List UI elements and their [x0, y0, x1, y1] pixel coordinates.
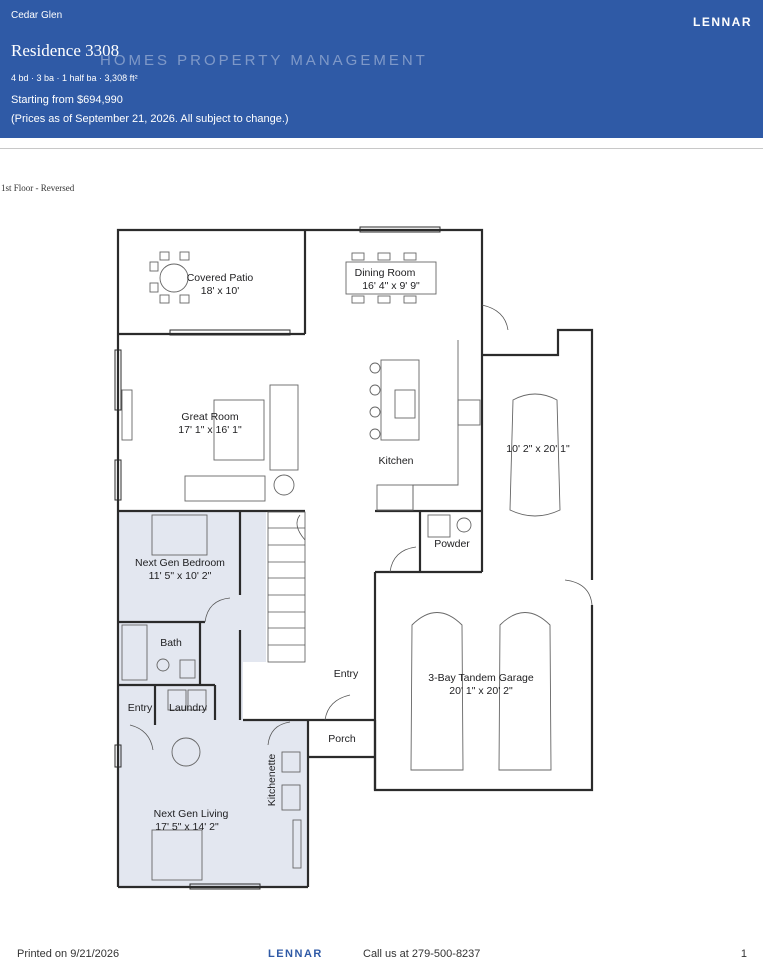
watermark: HOMES PROPERTY MANAGEMENT: [100, 52, 428, 69]
header-banner: Cedar Glen LENNAR HOMES PROPERTY MANAGEM…: [0, 0, 763, 138]
next-gen-suite-shading: [118, 512, 308, 887]
room-name: 3-Bay Tandem Garage: [428, 672, 534, 684]
room-name: Next Gen Living: [154, 808, 229, 820]
room-dims: 18' x 10': [201, 285, 239, 297]
community-name: Cedar Glen: [11, 10, 63, 21]
room-name: Powder: [434, 538, 470, 550]
room-name: Entry: [334, 668, 359, 680]
price-text: Starting from $694,990: [11, 94, 123, 106]
room-name: Bath: [160, 637, 182, 649]
brand-logo: LENNAR: [693, 15, 752, 29]
price-note: (Prices as of September 21, 2026. All su…: [11, 113, 289, 125]
room-name: Entry: [128, 702, 153, 714]
room-dims: 20' 1" x 20' 2": [449, 685, 513, 697]
room-name: Dining Room: [355, 267, 416, 279]
windows: [114, 226, 441, 890]
room-dims: 17' 1" x 16' 1": [178, 424, 242, 436]
floor-label: 1st Floor - Reversed: [1, 183, 75, 193]
furniture: [121, 251, 561, 881]
room-name: Kitchen: [378, 455, 413, 467]
room-name: Covered Patio: [187, 272, 254, 284]
plan-specs: 4 bd · 3 ba · 1 half ba · 3,308 ft²: [11, 73, 138, 83]
room-dims: 16' 4" x 9' 9": [362, 280, 420, 292]
room-labels: Covered Patio 18' x 10' Dining Room 16' …: [128, 267, 570, 833]
plan-title: Residence 3308: [11, 41, 120, 60]
room-name: Laundry: [169, 702, 208, 714]
room-dims: 11' 5" x 10' 2": [149, 570, 212, 582]
room-name: Porch: [328, 733, 356, 745]
printed-date: Printed on 9/21/2026: [17, 948, 120, 960]
room-dims: 10' 2" x 20' 1": [506, 443, 570, 455]
page-number: 1: [740, 948, 747, 960]
divider: [0, 148, 763, 149]
room-name: Great Room: [181, 411, 238, 423]
door-swings: [129, 304, 593, 751]
room-name: Next Gen Bedroom: [135, 557, 225, 569]
room-dims: 17' 5" x 14' 2": [155, 821, 219, 833]
walls: [116, 228, 594, 889]
staircase: [267, 511, 306, 663]
room-name: Kitchenette: [266, 754, 278, 807]
footer-logo: LENNAR: [268, 948, 323, 960]
call-text: Call us at 279-500-8237: [363, 948, 481, 960]
